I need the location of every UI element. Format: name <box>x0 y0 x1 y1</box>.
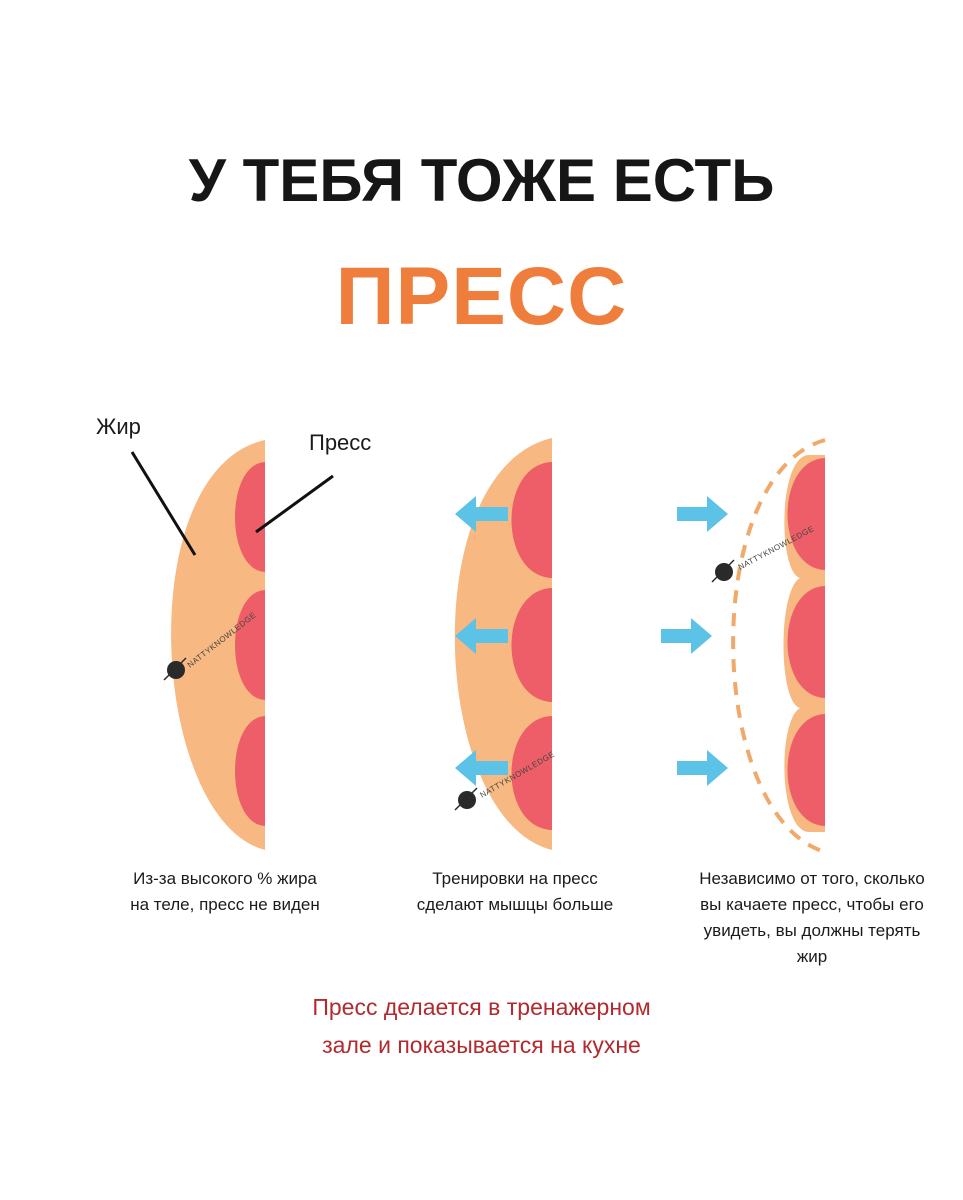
caption-line: сделают мышцы больше <box>416 895 614 914</box>
abs-pointer-line <box>255 474 334 534</box>
ab-muscle-2-mid <box>511 588 552 702</box>
ab-muscle-3-top <box>787 458 825 570</box>
watermark-logo-icon <box>711 559 735 583</box>
caption-line: жир <box>796 947 828 966</box>
caption-line: вы качаете пресс, чтобы его <box>700 895 924 914</box>
footer-line-1: Пресс делается в тренажерном <box>312 994 651 1020</box>
abs-label: Пресс <box>309 430 372 455</box>
caption-line: Независимо от того, сколько <box>699 869 925 888</box>
caption-line: Тренировки на пресс <box>432 869 598 888</box>
arrow-left-icon <box>455 496 508 786</box>
title-line-2-accent: ПРЕСС <box>335 251 628 342</box>
panel-1-caption: Из-за высокого % жира на теле, пресс не … <box>95 866 355 918</box>
ab-muscle-1-top <box>235 462 265 572</box>
arrow-right-icon <box>661 496 728 786</box>
caption-line: Из-за высокого % жира <box>133 869 317 888</box>
footer-line-2: зале и показывается на кухне <box>322 1032 641 1058</box>
watermark-logo-icon <box>163 657 187 681</box>
panel-2-caption: Тренировки на пресс сделают мышцы больше <box>380 866 650 918</box>
ab-muscle-2-top <box>511 462 552 578</box>
panel-2-diagram: NATTYKNOWLEDGE <box>454 438 556 850</box>
footer-slogan: Пресс делается в тренажерном зале и пока… <box>0 988 963 1064</box>
watermark-logo-icon <box>454 787 478 811</box>
ab-muscle-3-mid <box>787 586 825 698</box>
ab-muscle-3-bottom <box>787 714 825 826</box>
caption-line: увидеть, вы должны терять <box>703 921 921 940</box>
panel-3-diagram: NATTYKNOWLEDGE <box>661 438 826 854</box>
ab-muscle-2-bottom <box>511 716 552 830</box>
fat-pointer-line <box>130 451 197 556</box>
panel-3-caption: Независимо от того, сколько вы качаете п… <box>672 866 952 970</box>
title-line-1: У ТЕБЯ ТОЖЕ ЕСТЬ <box>188 147 775 214</box>
caption-line: на теле, пресс не виден <box>130 895 320 914</box>
fat-label: Жир <box>96 414 141 439</box>
ab-muscle-1-bottom <box>235 716 265 826</box>
ab-muscle-1-mid <box>235 590 265 700</box>
panel-1-diagram: NATTYKNOWLEDGE <box>130 440 334 850</box>
dashed-fat-outline <box>731 438 826 854</box>
